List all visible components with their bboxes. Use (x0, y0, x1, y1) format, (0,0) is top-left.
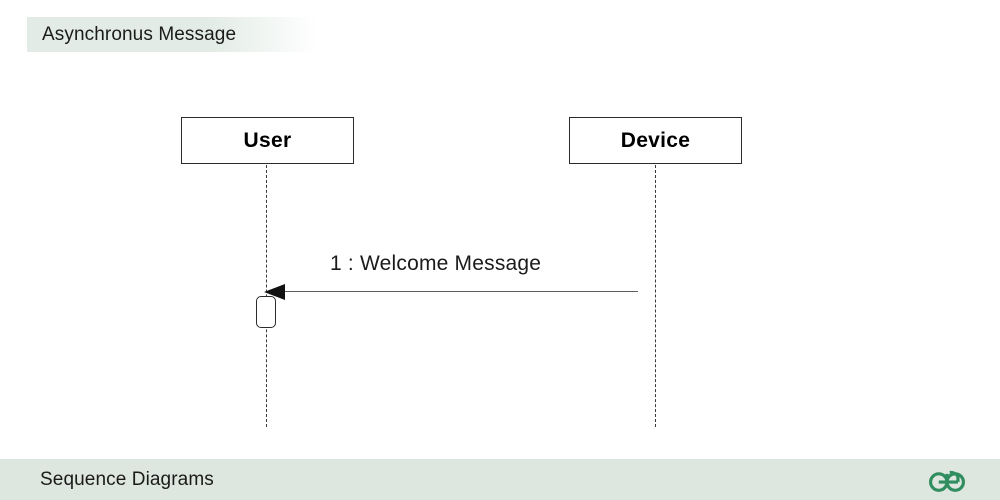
participant-label-user: User (243, 128, 292, 152)
lifeline-device (655, 165, 656, 427)
footer-title: Sequence Diagrams (40, 469, 214, 490)
activation-bar-user (256, 296, 276, 328)
sequence-diagram-canvas: User Device 1 : Welcome Message (181, 117, 742, 427)
title-band (27, 17, 317, 52)
message-line-1 (272, 291, 638, 292)
participant-box-user[interactable]: User (181, 117, 354, 164)
geeksforgeeks-logo (926, 467, 968, 493)
message-label-1: 1 : Welcome Message (330, 252, 542, 275)
footer-bar: Sequence Diagrams (0, 459, 1000, 500)
participant-label-device: Device (620, 128, 691, 152)
participant-box-device[interactable]: Device (569, 117, 742, 164)
page-title: Asynchronus Message (42, 24, 237, 45)
